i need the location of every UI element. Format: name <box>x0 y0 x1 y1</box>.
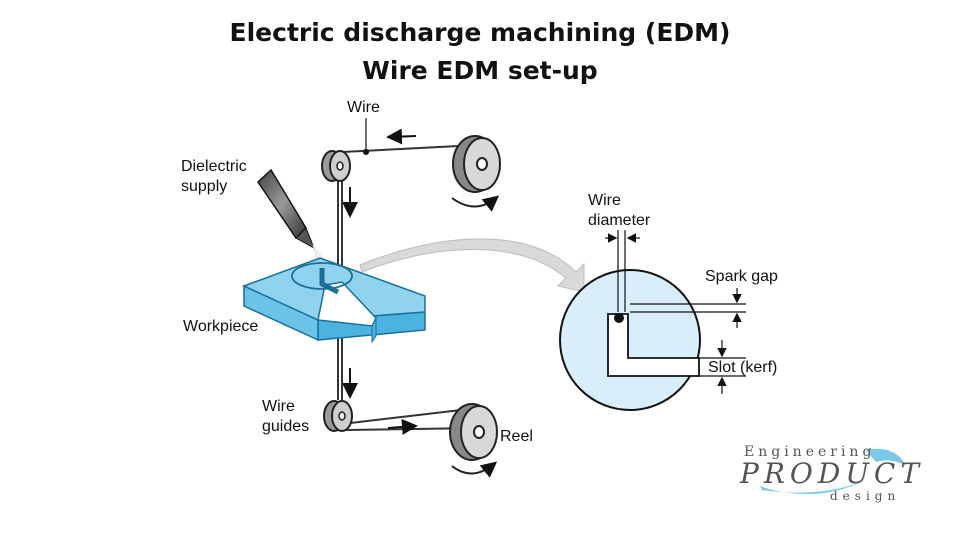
label-workpiece: Workpiece <box>183 318 258 335</box>
label-spark-gap: Spark gap <box>705 268 778 285</box>
bottom-reel <box>449 403 498 478</box>
label-wire: Wire <box>347 99 380 116</box>
logo-bottom-text: design <box>830 489 900 503</box>
kerf-detail <box>559 269 701 411</box>
page-subtitle: Wire EDM set-up <box>362 56 598 85</box>
top-reel <box>451 135 501 212</box>
label-reel: Reel <box>500 428 533 445</box>
motion-arrows <box>342 128 418 435</box>
dimension-lines <box>605 230 746 394</box>
bottom-wire-guide <box>323 400 353 432</box>
label-dielectric-2: supply <box>181 178 227 195</box>
label-wire-diameter-1: Wire <box>588 192 621 209</box>
label-wire-diameter-2: diameter <box>588 212 651 229</box>
logo-top-text: Engineering <box>744 444 875 460</box>
page-title: Electric discharge machining (EDM) <box>229 18 731 47</box>
label-slot-kerf: Slot (kerf) <box>708 359 777 376</box>
dielectric-nozzle <box>257 168 332 272</box>
wire-cross-section <box>614 313 624 323</box>
label-wire-guides-1: Wire <box>262 398 295 415</box>
workpiece <box>242 257 426 344</box>
label-dielectric-1: Dielectric <box>181 158 247 175</box>
wire-contact-dot <box>363 149 369 155</box>
arrow-wire-in <box>386 128 417 145</box>
logo-middle-text: PRODUCT <box>739 457 924 490</box>
top-wire-guide <box>321 150 351 182</box>
label-wire-guides-2: guides <box>262 418 309 435</box>
engineering-product-design-logo: Engineering PRODUCT design <box>739 444 924 503</box>
arrow-wire-out <box>387 418 418 435</box>
